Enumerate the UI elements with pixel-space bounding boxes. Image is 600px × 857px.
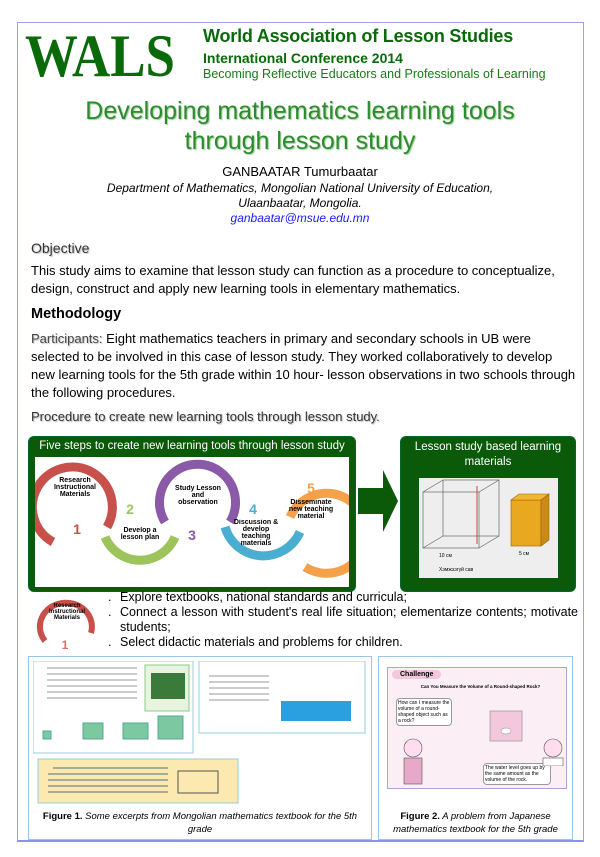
teacher-figure-icon — [542, 738, 564, 766]
materials-box: Lesson study based learning materials 10… — [400, 436, 576, 592]
title-line-1: Developing mathematics learning tools — [85, 97, 515, 125]
bullet-item: .Connect a lesson with student's real li… — [108, 605, 578, 634]
org-name: World Association of Lesson Studies — [203, 26, 514, 46]
figure-1: Figure 1. Some excerpts from Mongolian m… — [28, 656, 372, 840]
step-5-number: 5 — [307, 480, 315, 496]
methodology-heading: Methodology — [31, 306, 122, 322]
step-1-circle-icon: Research Instructional Materials 1 — [36, 599, 95, 650]
step-3-arrow — [155, 459, 240, 525]
conference-name: International Conference 2014 — [203, 50, 403, 66]
figure-2-caption-text: A problem from Japanese mathematics text… — [393, 811, 558, 835]
figure-2-caption: Figure 2. A problem from Japanese mathem… — [385, 810, 566, 836]
five-steps-box: Five steps to create new learning tools … — [28, 436, 356, 592]
speech-bubble-1: How can I measure the volume of a round-… — [396, 698, 452, 726]
objective-heading: Objective — [31, 240, 90, 256]
step-4-arrow — [220, 525, 305, 561]
participants-text: Participants: Eight mathematics teachers… — [31, 330, 579, 402]
participants-label: Participants: — [31, 331, 103, 346]
step-5-arrow — [285, 488, 349, 578]
step-4-number: 4 — [249, 501, 257, 517]
figure-2-label: Figure 2. — [400, 811, 440, 822]
challenge-label: Challenge — [392, 670, 442, 679]
step-1-detail-label: Research Instructional Materials — [48, 603, 85, 621]
water-tank-icon — [489, 710, 523, 742]
figure-2: Challenge Can You Measure the Volume of … — [378, 656, 573, 840]
step-3-label: Study Lesson and observation — [175, 485, 221, 506]
figure-1-textbook-excerpts — [33, 661, 366, 804]
figure-1-label: Figure 1. — [42, 811, 83, 822]
step-4-label: Discussion & develop teaching materials — [233, 519, 279, 547]
bullet-text: Connect a lesson with student's real lif… — [120, 605, 578, 634]
step-1-label: Research Instructional Materials — [53, 477, 96, 498]
challenge-question: Can You Measure the Volume of a Round-sh… — [420, 684, 541, 689]
author-name: GANBAATAR Tumurbaatar — [222, 164, 378, 179]
speech-bubble-2: The water level goes up by the same amou… — [483, 763, 551, 785]
procedure-heading: Procedure to create new learning tools t… — [31, 409, 380, 424]
right-arrow-icon — [358, 470, 398, 532]
bullet-item: .Select didactic materials and problems … — [108, 635, 403, 649]
bullet-item: .Explore textbooks, national standards a… — [108, 590, 407, 604]
step-3-number: 3 — [188, 527, 196, 543]
image-caption: Хэмжээгүй сав — [439, 566, 474, 573]
step-1-bullets: .Explore textbooks, national standards a… — [108, 590, 578, 650]
author-city: Ulaanbaatar, Mongolia. — [238, 196, 362, 210]
bullet-text: Select didactic materials and problems f… — [120, 635, 403, 649]
figure-1-caption: Figure 1. Some excerpts from Mongolian m… — [33, 810, 367, 836]
step-1-detail-number: 1 — [62, 638, 69, 650]
logo-text: WALS — [25, 28, 175, 80]
poster-frame — [17, 22, 584, 842]
dim-label-10: 10 см — [439, 553, 452, 559]
poster-title: Developing mathematics learning tools th… — [0, 96, 600, 156]
five-steps-diagram: Research Instructional Materials Develop… — [35, 457, 349, 587]
step-2-number: 2 — [126, 501, 134, 517]
volume-cubes-image: 10 см 5 см Хэмжээгүй сав — [419, 478, 558, 578]
step-2-arrow — [100, 535, 180, 565]
bullet-text: Explore textbooks, national standards an… — [120, 590, 407, 604]
participants-body: Eight mathematics teachers in primary an… — [31, 331, 576, 400]
title-line-2: through lesson study — [184, 127, 416, 155]
figure-1-caption-text: Some excerpts from Mongolian mathematics… — [82, 811, 358, 835]
wals-logo: WALS — [25, 28, 175, 80]
five-steps-title: Five steps to create new learning tools … — [39, 440, 345, 452]
author-dept: Department of Mathematics, Mongolian Nat… — [106, 181, 494, 195]
step-2-label: Develop a lesson plan — [120, 527, 160, 541]
student-figure-icon — [403, 738, 423, 785]
step-1-arrow — [35, 462, 117, 546]
objective-text: This study aims to examine that lesson s… — [31, 263, 555, 296]
step-1-number: 1 — [73, 521, 81, 537]
materials-title: Lesson study based learning materials — [414, 441, 562, 468]
dim-label-5: 5 см — [519, 551, 530, 557]
conference-theme: Becoming Reflective Educators and Profes… — [203, 67, 546, 81]
step-5-label: Disseminate new teaching material — [288, 499, 334, 520]
author-email[interactable]: ganbaatar@msue.edu.mn — [230, 211, 370, 225]
figure-2-challenge-image: Challenge Can You Measure the Volume of … — [387, 667, 567, 789]
